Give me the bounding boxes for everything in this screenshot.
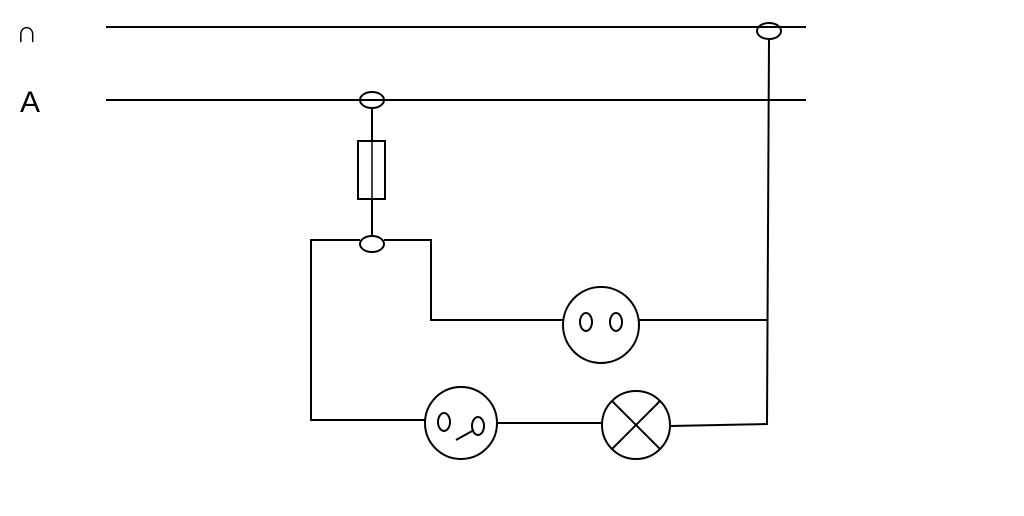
- switch-lever: [455, 429, 475, 441]
- wire-left-branch: [310, 239, 425, 421]
- line-label-a: A: [20, 86, 41, 119]
- socket-pin-left: [579, 312, 593, 332]
- lamp-cross-2: [611, 400, 661, 450]
- wire-lamp-to-return: [669, 423, 769, 427]
- junction-branch: [359, 235, 385, 253]
- switch-contact-right: [471, 416, 485, 436]
- switch-contact-left: [437, 412, 451, 432]
- socket: [562, 286, 640, 364]
- switch: [424, 386, 498, 460]
- socket-pin-right: [609, 312, 623, 332]
- line-label-top: ∩: [16, 16, 38, 49]
- junction-top-line: [756, 22, 782, 40]
- wire-return-vertical: [766, 38, 770, 425]
- wire-right-branch: [384, 239, 563, 321]
